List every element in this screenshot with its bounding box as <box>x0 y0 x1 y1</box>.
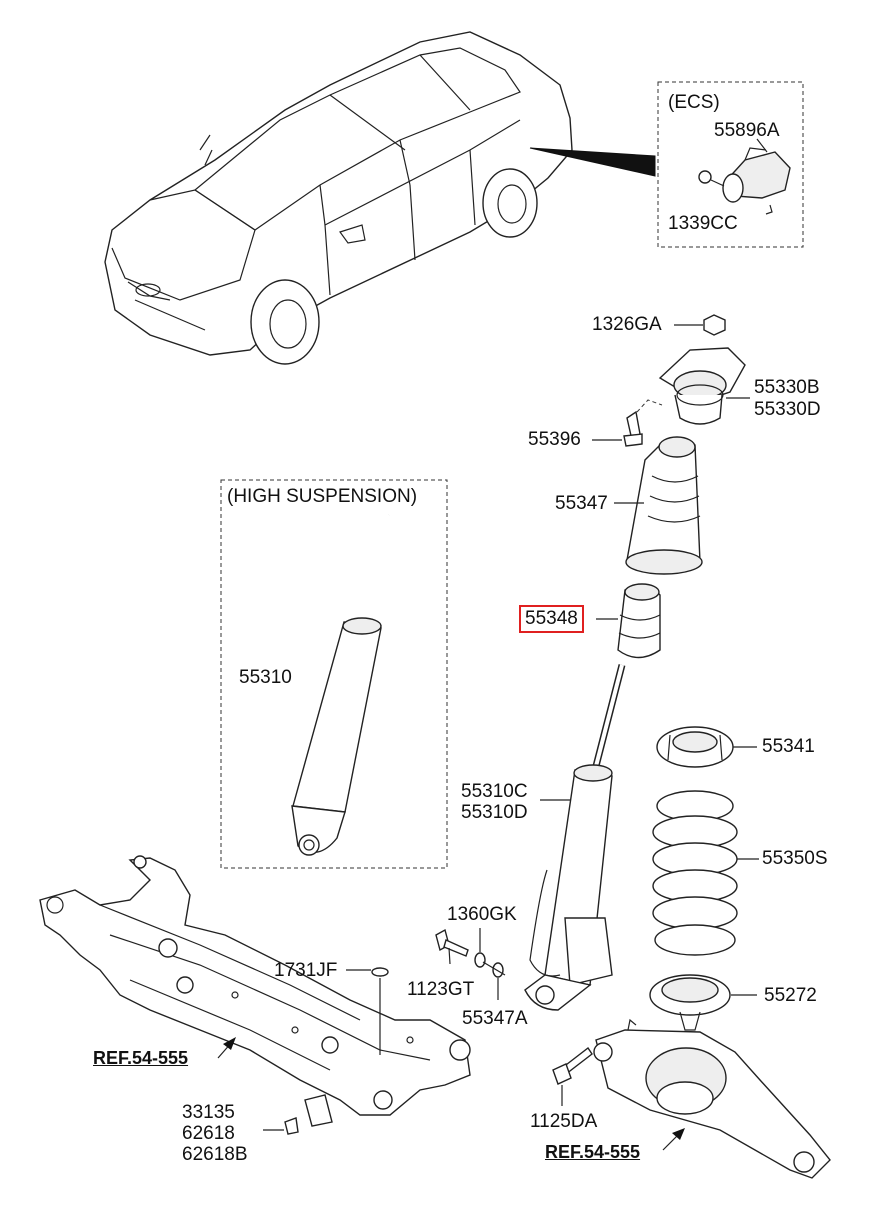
ref-link-right[interactable]: REF.54-555 <box>545 1142 641 1162</box>
part-label-55341: 55341 <box>762 736 815 757</box>
mount-bolt <box>592 399 663 447</box>
high-suspension-box <box>220 479 448 869</box>
ecs-sensor <box>698 138 791 215</box>
part-label-1326GA: 1326GA <box>592 314 662 335</box>
top-mount <box>658 347 750 425</box>
cross-bracket <box>263 1094 333 1135</box>
cross-plug <box>346 967 389 1055</box>
part-label-55350S: 55350S <box>762 848 828 869</box>
coil-spring <box>652 790 759 956</box>
part-label-55272: 55272 <box>764 985 817 1006</box>
part-label-55396: 55396 <box>528 429 581 450</box>
part-label-62618: 62618 <box>182 1123 235 1144</box>
car-illustration <box>104 31 656 365</box>
part-label-55310C: 55310C <box>461 781 528 802</box>
ecs-group-box <box>657 81 804 248</box>
part-label-55347A: 55347A <box>462 1008 528 1029</box>
spring-lower-pad <box>649 974 757 1031</box>
part-label-33135: 33135 <box>182 1102 235 1123</box>
crossmember <box>39 855 471 1116</box>
part-label-55896A: 55896A <box>714 120 780 141</box>
part-label-1339CC: 1339CC <box>668 213 738 234</box>
spring-upper-pad <box>656 726 757 768</box>
part-label-55330B: 55330B <box>754 377 820 398</box>
part-label-1731JF: 1731JF <box>274 960 338 981</box>
lower-arm <box>593 1018 831 1179</box>
part-label-55310D: 55310D <box>461 802 528 823</box>
dust-cover <box>614 436 703 575</box>
top-nut <box>674 314 726 336</box>
part-label-62618B: 62618B <box>182 1144 248 1165</box>
shock-absorber <box>524 664 626 1011</box>
part-label-55348-highlighted[interactable]: 55348 <box>519 605 584 633</box>
washer-55347A <box>492 962 504 1000</box>
arm-bolt <box>552 1046 593 1106</box>
part-label-55347: 55347 <box>555 493 608 514</box>
part-label-55310-high: 55310 <box>239 667 292 688</box>
part-label-1360GK: 1360GK <box>447 904 517 925</box>
ecs-group-label: (ECS) <box>668 92 720 113</box>
high-suspension-label: (HIGH SUSPENSION) <box>227 486 418 507</box>
shock-lower-bolt <box>435 928 469 965</box>
part-label-1125DA: 1125DA <box>530 1111 598 1132</box>
washer-1360GK <box>474 928 486 968</box>
shock-absorber-high <box>291 514 391 856</box>
bump-stopper <box>596 583 661 659</box>
part-label-1123GT: 1123GT <box>407 979 475 1000</box>
ref-link-left[interactable]: REF.54-555 <box>93 1048 189 1068</box>
part-label-55330D: 55330D <box>754 399 821 420</box>
